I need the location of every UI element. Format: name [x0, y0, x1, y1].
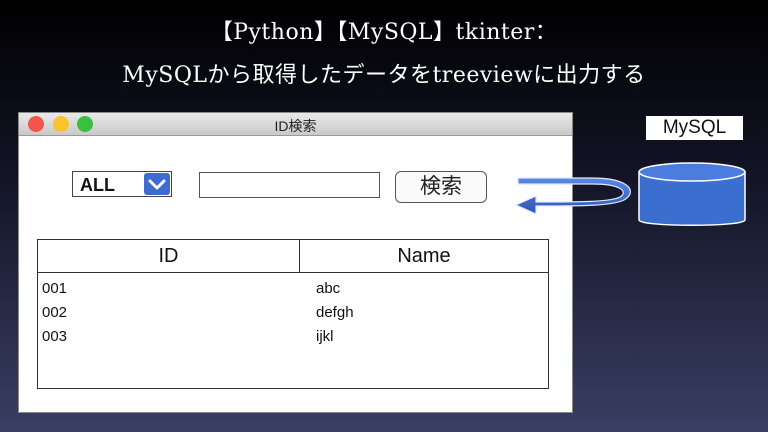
cell-name: abc	[316, 280, 341, 297]
cell-id: 001	[42, 280, 68, 297]
search-input[interactable]	[199, 172, 380, 198]
minimize-window-button[interactable]	[53, 116, 69, 132]
close-window-button[interactable]	[28, 116, 44, 132]
treeview[interactable]: ID Name 001 abc 002 defgh 003 ijkl	[37, 239, 549, 389]
window-titlebar[interactable]: ID検索	[19, 113, 572, 136]
treeview-header: ID Name	[38, 240, 548, 273]
column-header-id[interactable]: ID	[38, 240, 300, 272]
slide-title-line2: MySQLから取得したデータをtreeviewに出力する	[122, 63, 646, 88]
table-row[interactable]: 002 defgh	[38, 304, 548, 328]
table-row[interactable]: 001 abc	[38, 280, 548, 304]
table-row[interactable]: 003 ijkl	[38, 328, 548, 352]
app-window: ID検索 ALL 検索 ID Name 001 abc 002 defgh 00…	[19, 113, 572, 412]
database-icon	[638, 162, 746, 226]
column-header-name[interactable]: Name	[397, 245, 451, 267]
cell-id: 002	[42, 304, 68, 321]
filter-combobox[interactable]: ALL	[72, 171, 172, 197]
combobox-value: ALL	[80, 175, 115, 195]
cell-name: ijkl	[316, 328, 334, 345]
slide-title-line1: 【Python】【MySQL】tkinter：	[210, 20, 558, 45]
zoom-window-button[interactable]	[77, 116, 93, 132]
window-title: ID検索	[274, 118, 317, 134]
chevron-down-icon[interactable]	[144, 173, 170, 195]
mysql-label: MySQL	[646, 116, 743, 140]
refresh-arrow-icon	[514, 177, 631, 215]
search-button[interactable]: 検索	[395, 171, 487, 203]
cell-id: 003	[42, 328, 68, 345]
cell-name: defgh	[316, 304, 354, 321]
